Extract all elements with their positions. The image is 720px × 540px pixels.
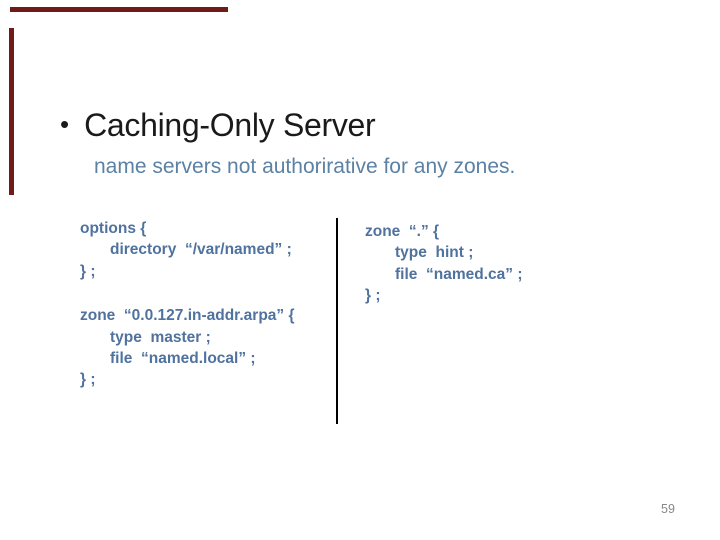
code-line: } ;	[80, 262, 96, 280]
slide-title: Caching-Only Server	[84, 107, 376, 143]
code-line: type hint ;	[395, 244, 474, 262]
code-line: zone “0.0.127.in-addr.arpa” {	[80, 307, 295, 325]
code-panel-right: zone “.” { type hint ; file “named.ca” ;…	[365, 221, 595, 307]
slide-subtitle: name servers not authorirative for any z…	[94, 155, 516, 178]
code-panel-left: options { directory “/var/named” ; } ; z…	[80, 218, 330, 391]
code-block-zone-root: zone “.” { type hint ; file “named.ca” ;…	[365, 221, 595, 307]
code-line: zone “.” {	[365, 223, 440, 240]
code-line: directory “/var/named” ;	[110, 241, 292, 259]
code-line: type master ;	[110, 328, 211, 346]
code-line: file “named.ca” ;	[395, 265, 523, 283]
title-row: • Caching-Only Server	[60, 105, 376, 145]
accent-bar-left	[9, 28, 14, 195]
title-bullet: •	[60, 109, 70, 139]
code-divider-line	[336, 218, 338, 424]
accent-bar-top	[10, 7, 228, 12]
code-line: file “named.local” ;	[110, 350, 256, 368]
code-line: options {	[80, 220, 147, 237]
code-block-options: options { directory “/var/named” ; } ;	[80, 218, 330, 282]
page-number: 59	[661, 502, 675, 516]
code-line: } ;	[365, 287, 381, 305]
code-block-zone-reverse: zone “0.0.127.in-addr.arpa” { type maste…	[80, 305, 330, 391]
code-line: } ;	[80, 371, 96, 389]
